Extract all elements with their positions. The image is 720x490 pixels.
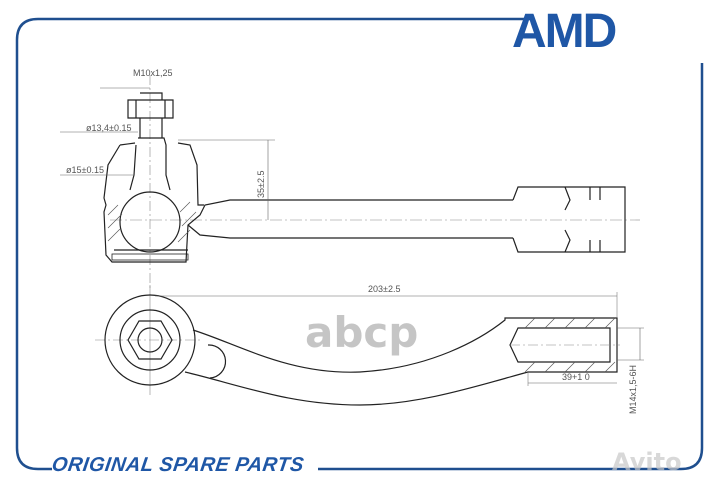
watermark-avito: Avito <box>612 448 682 476</box>
dim-stud-thread: M10x1,25 <box>133 68 173 78</box>
dim-thread-depth: 39+1 0 <box>562 372 590 382</box>
dim-diameter-lower: ø15±0.15 <box>66 165 104 175</box>
tagline: ORIGINAL SPARE PARTS <box>50 454 306 476</box>
side-view <box>60 75 640 290</box>
dim-height: 35±2.5 <box>256 171 266 198</box>
top-view <box>95 285 644 406</box>
watermark-abcp: abcp <box>305 308 419 357</box>
amd-logo: AMD <box>512 5 617 58</box>
dim-length: 203±2.5 <box>368 284 400 294</box>
frame-border <box>15 17 704 471</box>
dim-diameter-upper: ø13,4±0.15 <box>86 123 131 133</box>
dim-socket-thread: M14x1,5-6H <box>628 365 638 414</box>
